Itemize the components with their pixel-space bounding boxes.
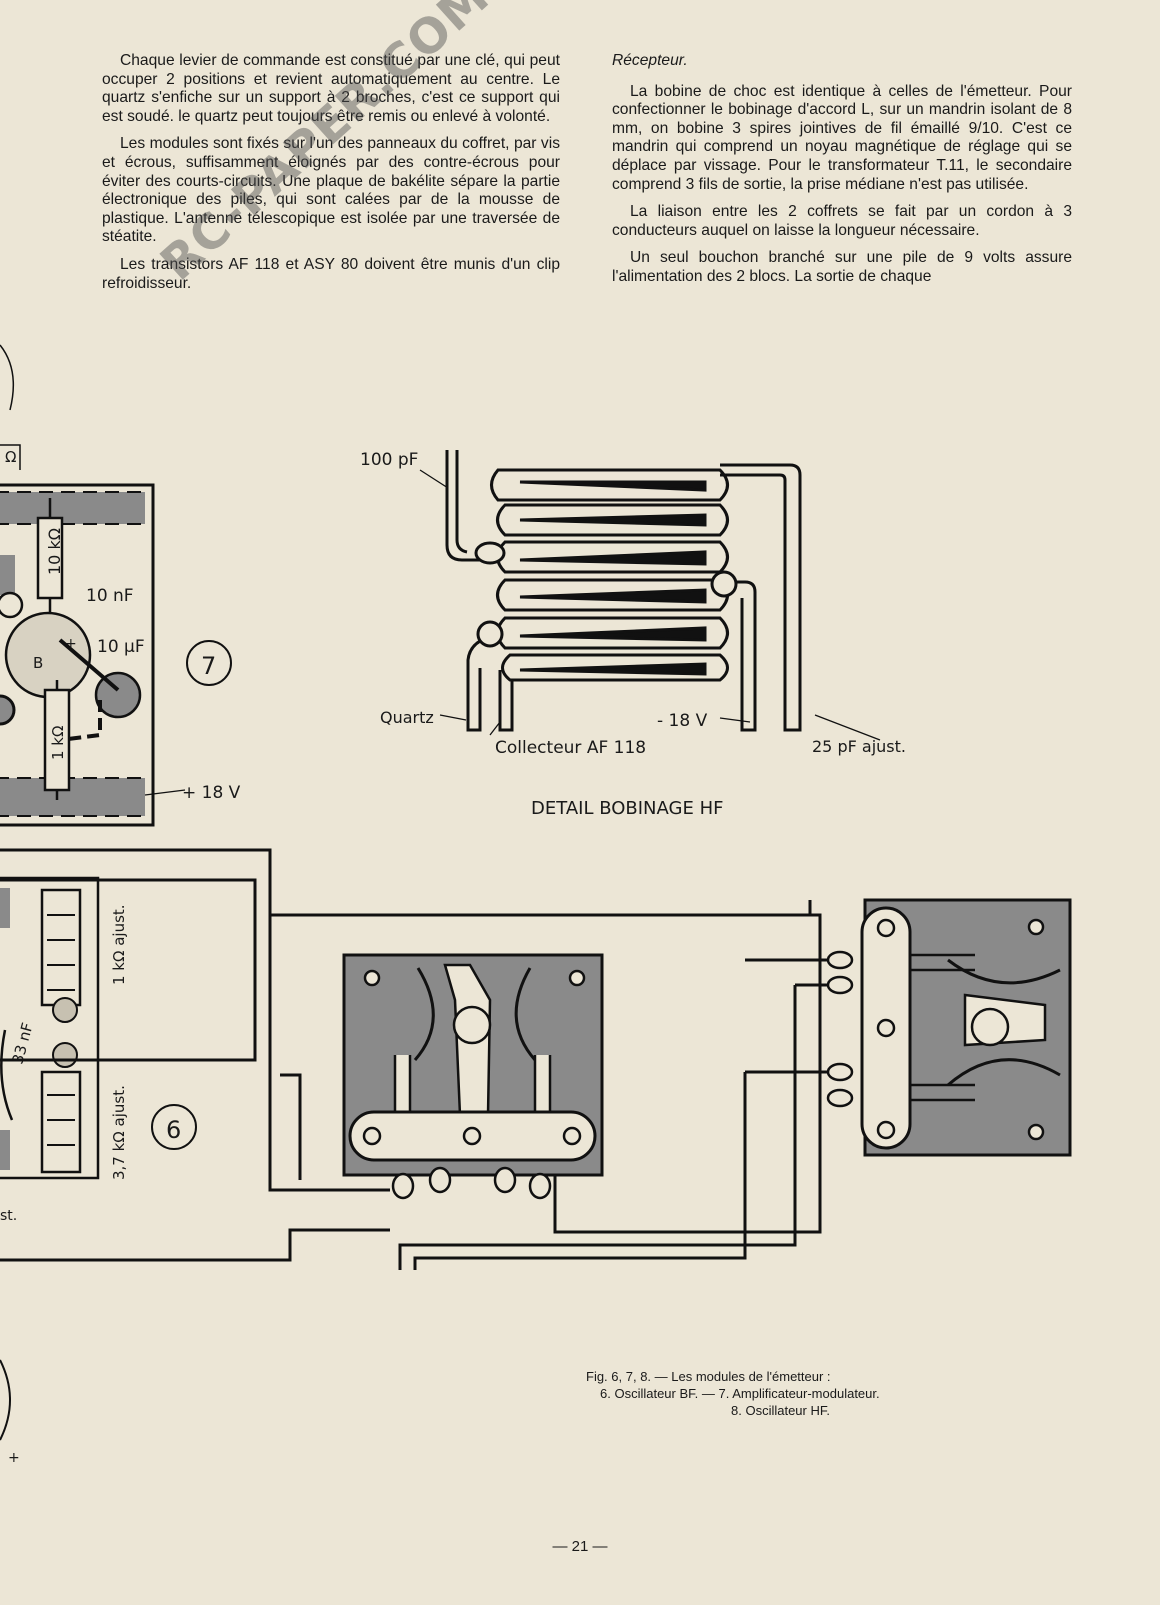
paragraph: Les transistors AF 118 et ASY 80 doivent… <box>102 255 560 292</box>
label-st: st. <box>0 1208 17 1224</box>
module-8-plate-left <box>342 953 604 1200</box>
label-ohm: Ω <box>5 448 16 466</box>
caption-line: Fig. 6, 7, 8. — Les modules de l'émetteu… <box>586 1369 831 1384</box>
module-6-figure <box>0 876 100 1441</box>
module-7-number: 7 <box>201 652 216 680</box>
module-7-number-circle <box>186 640 232 686</box>
label-10uf: 10 µF <box>97 637 145 657</box>
label-plus-18v: + 18 V <box>182 783 241 803</box>
paragraph: Les modules sont fixés sur l'un des pann… <box>102 135 560 246</box>
label-plus: + <box>65 636 77 652</box>
label-10k: 10 kΩ <box>45 528 64 575</box>
label-25pf: 25 pF ajust. <box>812 737 906 756</box>
module-6-number: 6 <box>166 1116 181 1144</box>
wiring <box>0 848 835 1270</box>
coil-detail-figure <box>419 450 881 741</box>
label-1k: 1 kΩ <box>49 726 67 760</box>
coil-turns <box>490 468 729 682</box>
label-b: B <box>33 654 43 672</box>
coil-detail-title: DETAIL BOBINAGE HF <box>531 798 723 819</box>
page-number: — 21 — <box>552 1538 608 1555</box>
module-7-figure <box>0 344 186 827</box>
section-heading: Récepteur. <box>612 52 688 69</box>
module-6-number-circle <box>151 1104 197 1150</box>
paragraph: Un seul bouchon branché sur une pile de … <box>612 249 1072 285</box>
right-column: Récepteur. La bobine de choc est identiq… <box>612 52 1072 296</box>
paragraph: La liaison entre les 2 coffrets se fait … <box>612 203 1072 239</box>
paragraph: Chaque levier de commande est constitué … <box>102 52 560 125</box>
label-1k-adj: 1 kΩ ajust. <box>110 904 128 985</box>
label-10nf: 10 nF <box>86 586 134 606</box>
label-3-7k-adj: 3,7 kΩ ajust. <box>110 1085 128 1180</box>
caption-line: 8. Oscillateur HF. <box>731 1403 830 1418</box>
caption-line: 6. Oscillateur BF. — 7. Amplificateur-mo… <box>600 1386 880 1401</box>
figure-caption: Fig. 6, 7, 8. — Les modules de l'émetteu… <box>586 1368 1006 1419</box>
label-100pf: 100 pF <box>360 450 418 470</box>
label-plus-bottom: + <box>8 1450 20 1466</box>
module-8-plate-right <box>826 898 1072 1157</box>
label-quartz: Quartz <box>380 708 434 727</box>
paragraph: La bobine de choc est identique à celles… <box>612 82 1072 193</box>
left-column: Chaque levier de commande est constitué … <box>102 52 560 302</box>
label-minus-18v: - 18 V <box>657 711 708 731</box>
label-collector: Collecteur AF 118 <box>495 738 646 758</box>
